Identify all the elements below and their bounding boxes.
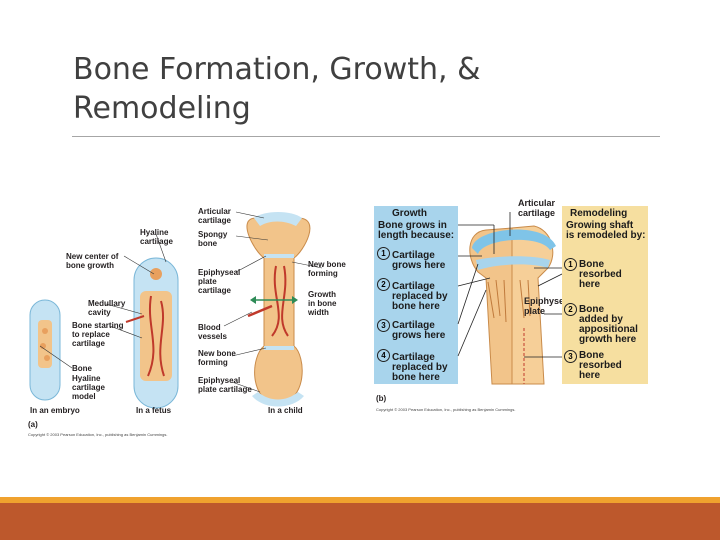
remodel-step-3-number: 3 [564,350,577,363]
footer-accent-stripe [0,497,720,503]
panel-b-illustration [457,212,565,385]
growth-step-3-text: Cartilage grows here [392,320,446,341]
label-epiphyseal-plate-cartilage: Epiphyseal plate cartilage [198,268,241,295]
child-articular-cartilage-bottom [252,392,304,407]
footer-band [0,503,720,540]
label-spongy-bone: Spongy bone [198,230,228,248]
remodel-step-1-number: 1 [564,258,577,271]
label-new-bone-forming: New bone forming [198,349,236,367]
remodel-step-2-number: 2 [564,303,577,316]
growth-step-2-text: Cartilage replaced by bone here [392,281,448,312]
title-divider [72,136,660,137]
label-new-center-of-bone-growth: New center of bone growth [66,252,119,270]
remodeling-intro: Growing shaft is remodeled by: [566,220,646,241]
label-hyaline-cartilage: Hyaline cartilage [140,228,173,246]
growth-step-2-number: 2 [377,278,390,291]
child-articular-cartilage-top [254,212,302,226]
growth-intro: Bone grows in length because: [378,220,455,241]
label-hyaline-cartilage-model: Hyaline cartilage model [72,374,105,401]
slide-title: Bone Formation, Growth, & Remodeling [73,50,673,128]
panel-b-tag: (b) [376,394,387,403]
label-bone: Bone [72,364,92,373]
panel-b-growth-and-remodeling: Growth Bone grows in length because: 1 C… [374,198,654,418]
growth-step-4-text: Cartilage replaced by bone here [392,352,448,383]
remodel-step-2-text: Bone added by appositional growth here [579,304,638,345]
label-new-bone-forming-right: New bone forming [308,260,346,278]
remodel-step-1-text: Bone resorbed here [579,259,622,290]
growth-step-3-number: 3 [377,319,390,332]
remodeling-title: Remodeling [570,208,628,219]
growth-title: Growth [392,208,427,219]
label-in-an-embryo: In an embryo [30,406,80,415]
label-bone-starting-to-replace-cartilage: Bone starting to replace cartilage [72,321,124,348]
remodeling-box: Remodeling Growing shaft is remodeled by… [562,206,648,384]
panel-a-tag: (a) [28,420,38,429]
fetus-medullary [140,291,172,381]
label-medullary-cavity: Medullary cavity [88,299,126,317]
growth-box: Growth Bone grows in length because: 1 C… [374,206,458,384]
label-in-a-child: In a child [268,406,303,415]
panel-a-bone-development: Hyaline cartilage New center of bone gro… [26,196,358,440]
slide-title-line-1: Bone Formation, Growth, & [73,52,481,87]
panel-a-copyright: Copyright © 2003 Pearson Education, Inc.… [28,432,168,437]
label-epiphyseal-plate-cartilage-bottom: Epiphyseal plate cartilage [198,376,252,394]
growth-step-1-number: 1 [377,247,390,260]
remodel-step-3-text: Bone resorbed here [579,350,622,381]
epiphyseal-plate-band [476,256,550,270]
panel-a-illustration [29,211,323,409]
label-growth-in-bone-width: Growth in bone width [308,290,337,317]
label-in-a-fetus: In a fetus [136,406,172,415]
label-articular-cartilage: Articular cartilage [198,207,231,225]
panel-b-copyright: Copyright © 2003 Pearson Education, Inc.… [376,407,516,412]
label-articular-cartilage-b: Articular cartilage [518,198,556,218]
growth-step-1-text: Cartilage grows here [392,250,446,271]
label-blood-vessels: Blood vessels [198,323,227,341]
slide-title-line-2: Remodeling [73,91,251,126]
label-epiphyseal-plate-b: Epiphyseal plate [524,296,572,316]
articular-cartilage-cap [472,229,556,254]
growth-step-4-number: 4 [377,349,390,362]
